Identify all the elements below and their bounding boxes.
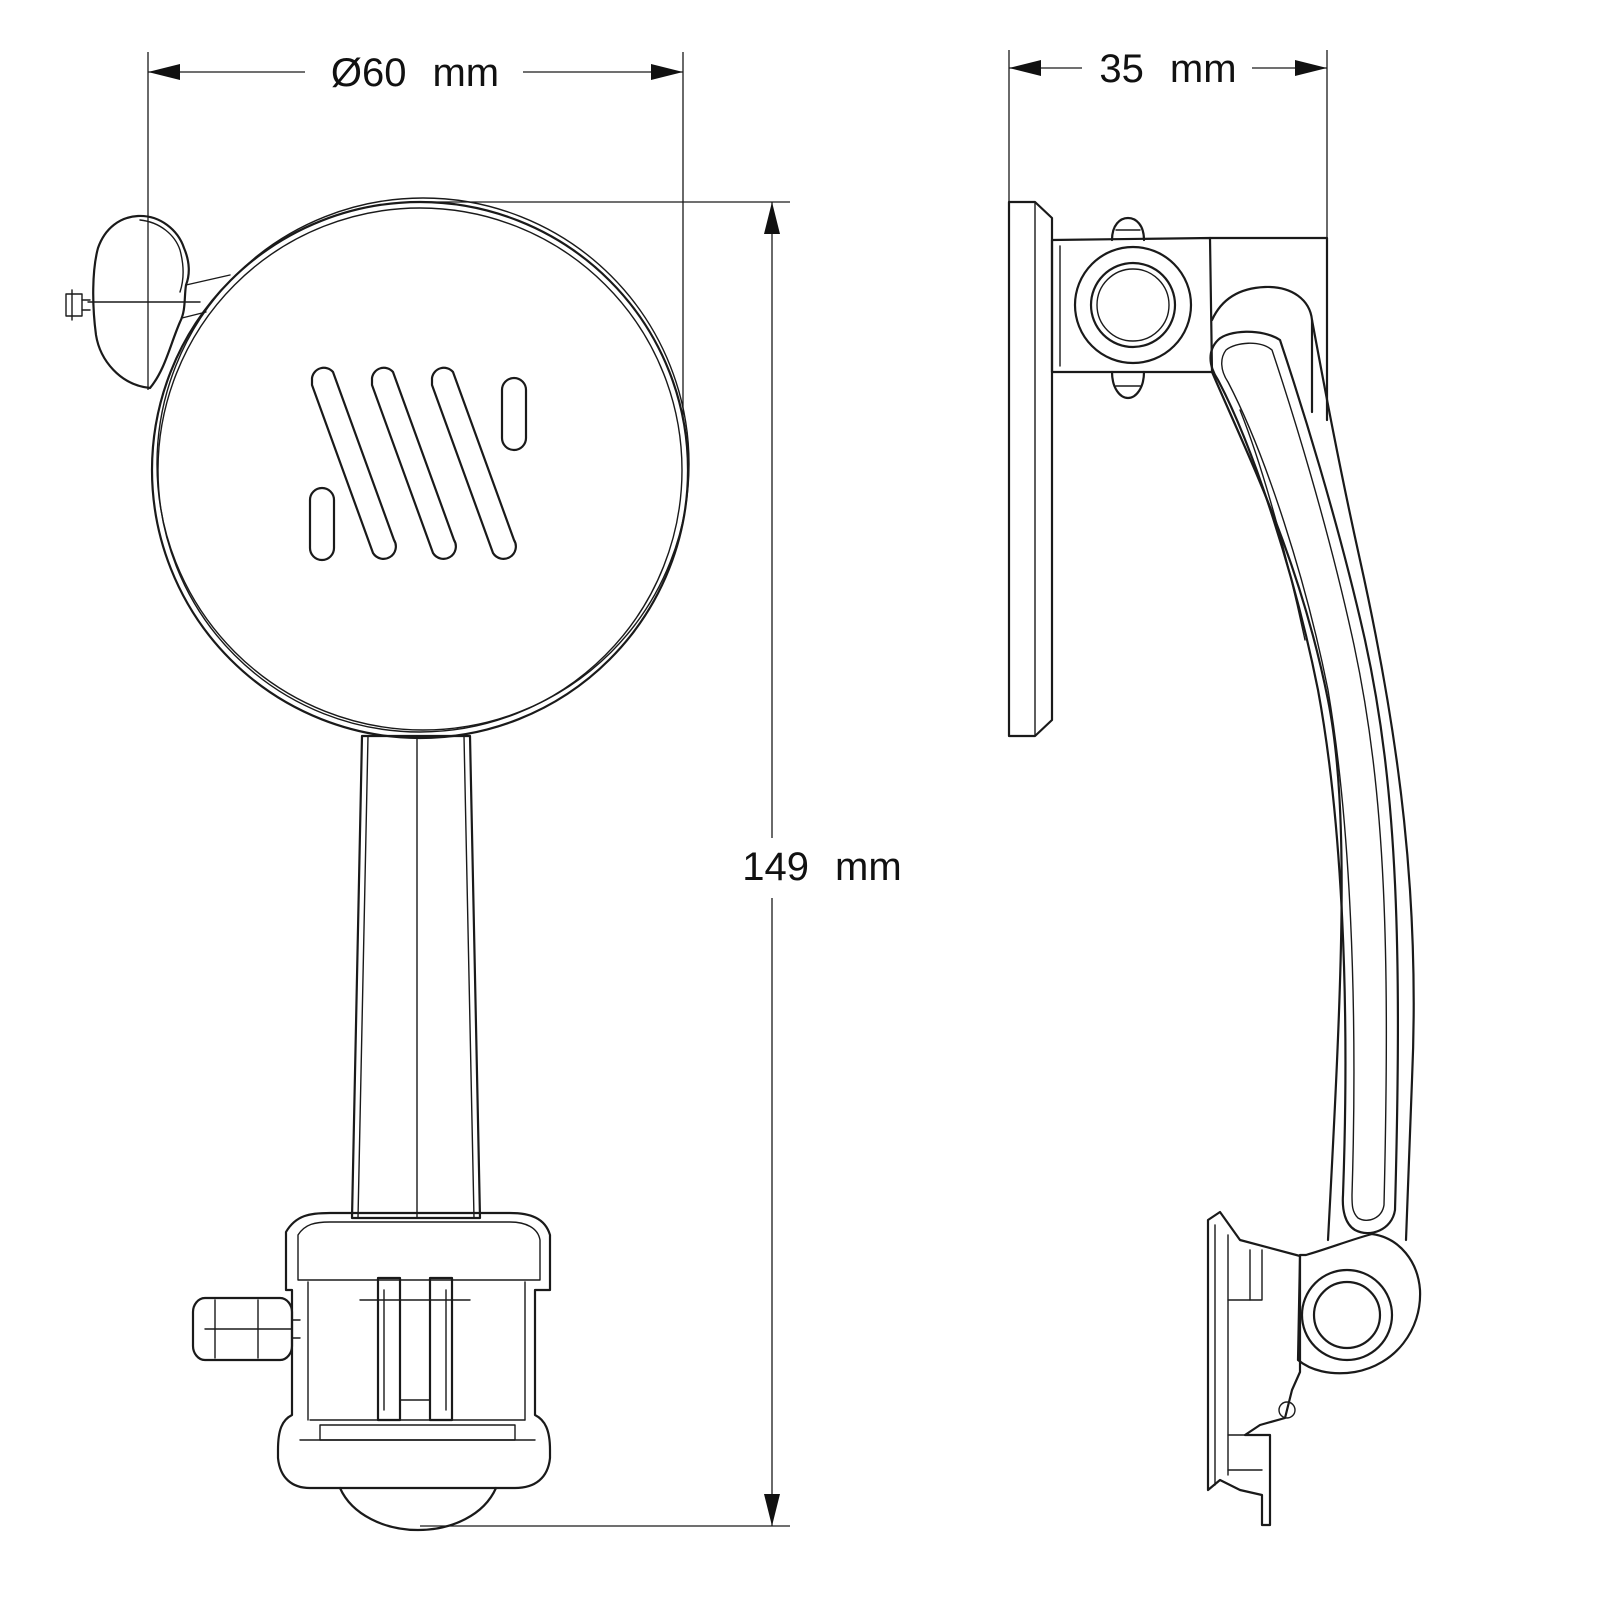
- front-base-clamp: [191, 1211, 552, 1532]
- arrow-left-icon: [1009, 60, 1041, 76]
- upper-pivot: [1050, 216, 1214, 400]
- diameter-label: Ø60 mm: [331, 51, 499, 95]
- diameter-value: 60: [362, 51, 407, 95]
- arrow-up-icon: [764, 202, 780, 234]
- front-view: [65, 197, 690, 1532]
- arrow-right-icon: [651, 64, 683, 80]
- lower-pivot: [1296, 1232, 1422, 1375]
- arrow-down-icon: [764, 1494, 780, 1526]
- depth-value: 35: [1099, 47, 1144, 91]
- logo-slots: [308, 366, 528, 562]
- side-magnet-plate: [1007, 200, 1054, 738]
- depth-unit: mm: [1170, 47, 1237, 91]
- side-curved-arm: [1209, 318, 1415, 1242]
- side-base-clamp: [1206, 1210, 1302, 1527]
- arrow-left-icon: [148, 64, 180, 80]
- diameter-unit: mm: [432, 51, 499, 95]
- side-knob: [65, 214, 231, 390]
- height-unit: mm: [835, 845, 902, 889]
- clamp-screw-knob: [191, 1296, 301, 1362]
- height-label: 149 mm: [742, 845, 901, 889]
- diameter-dimension: Ø60 mm: [147, 51, 684, 420]
- magnet-head: [150, 197, 690, 740]
- side-mount-block: [1208, 236, 1329, 422]
- depth-dimension: 35 mm: [1008, 47, 1328, 240]
- front-stem: [350, 734, 482, 1220]
- height-dimension: 149 mm: [420, 201, 902, 1527]
- diameter-symbol: Ø: [331, 51, 362, 95]
- depth-label: 35 mm: [1099, 47, 1236, 91]
- side-view: [1007, 200, 1422, 1527]
- arrow-right-icon: [1295, 60, 1327, 76]
- height-value: 149: [742, 845, 809, 889]
